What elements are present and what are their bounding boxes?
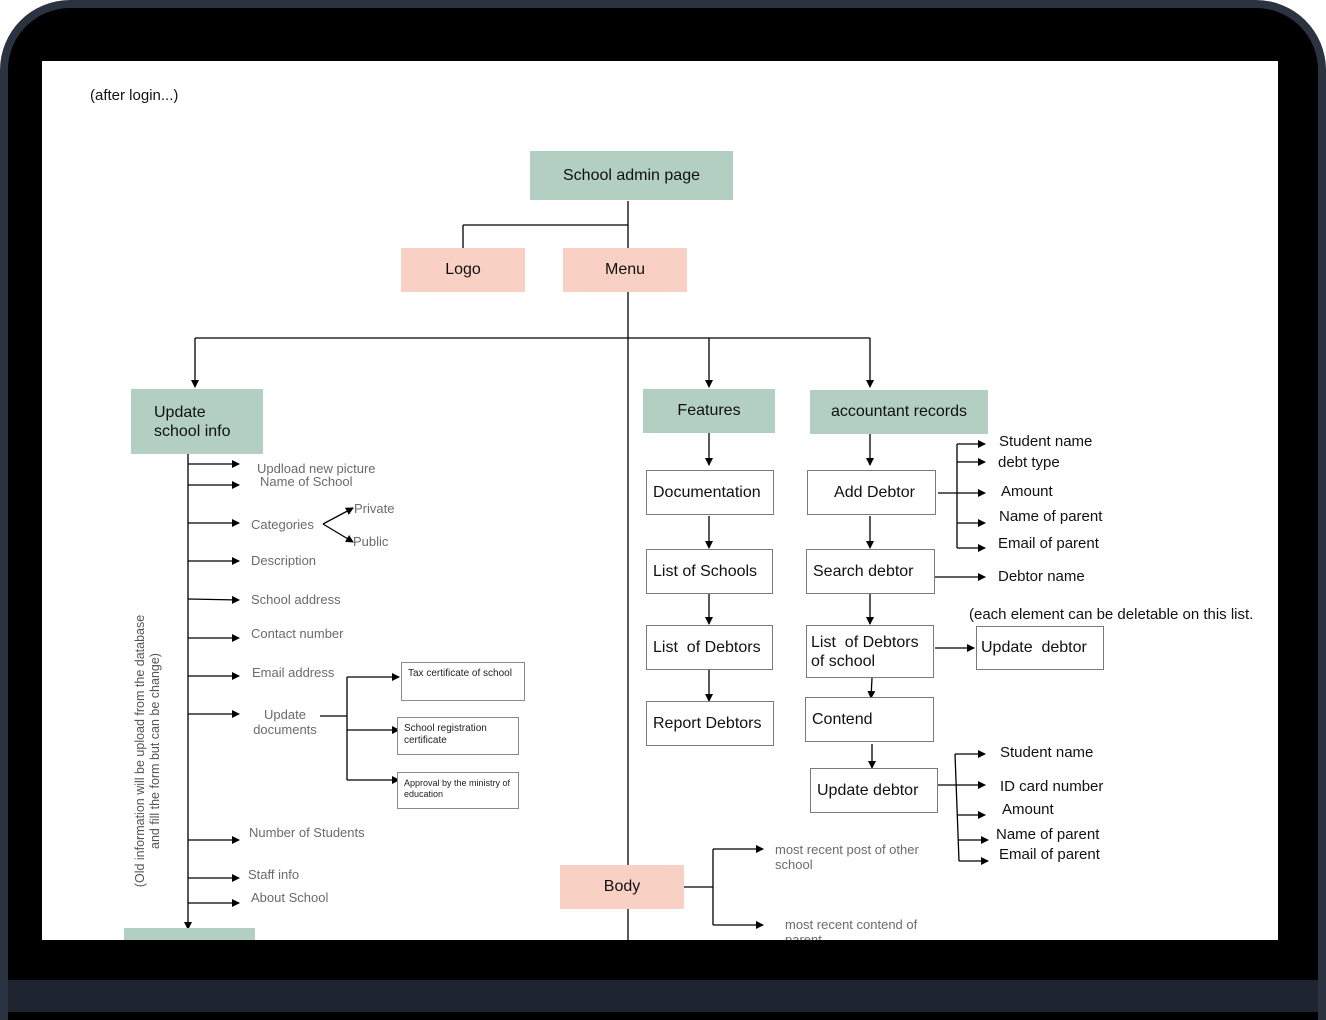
add-email-of-parent: Email of parent <box>998 535 1099 552</box>
add-debtor-label: Add Debtor <box>834 483 915 501</box>
update-school-info-label: Update school info <box>154 403 231 440</box>
after-login-note: (after login...) <box>90 87 179 104</box>
add-debt-type: debt type <box>998 454 1060 471</box>
features-node[interactable]: Features <box>643 389 775 433</box>
documentation-label: Documentation <box>653 483 761 501</box>
report-debtors-node[interactable]: Report Debtors <box>646 701 774 746</box>
email-address-label: Email address <box>252 665 335 680</box>
school-admin-page-node[interactable]: School admin page <box>530 151 733 200</box>
public-label: Public <box>353 534 389 549</box>
description-label: Description <box>251 553 317 568</box>
staff-info-label: Staff info <box>248 867 300 882</box>
update-debtor-label: Update debtor <box>817 781 919 799</box>
update-school-info-node[interactable]: Update school info <box>131 389 263 454</box>
update-email-of-parent: Email of parent <box>999 846 1100 863</box>
school-address-label: School address <box>251 592 341 607</box>
contend-node[interactable]: Contend <box>805 697 934 742</box>
categories-label: Categories <box>251 517 314 532</box>
deletable-note: (each element can be deletable on this l… <box>969 606 1254 623</box>
report-debtors-label: Report Debtors <box>653 714 762 732</box>
add-debtor-node[interactable]: Add Debtor <box>807 470 936 515</box>
diagram-canvas: (after login...) School admin page Logo … <box>42 61 1278 940</box>
registration-certificate-box[interactable]: School registration certificate <box>397 717 519 755</box>
add-amount: Amount <box>1001 483 1053 500</box>
update-debtor-list-label: Update debtor <box>981 639 1087 656</box>
contact-number-label: Contact number <box>251 626 344 641</box>
list-of-debtors-node[interactable]: List of Debtors <box>646 625 773 670</box>
private-label: Private <box>354 501 395 516</box>
update-debtor-list-node[interactable]: Update debtor <box>976 626 1104 670</box>
add-student-name: Student name <box>999 433 1093 450</box>
logo-label: Logo <box>445 261 481 278</box>
update-name-of-parent: Name of parent <box>996 826 1100 843</box>
features-label: Features <box>677 402 741 419</box>
device-chin <box>8 980 1318 1012</box>
menu-label: Menu <box>604 261 646 278</box>
school-name-label: Name of School <box>260 474 353 489</box>
update-documents-label: Update documents <box>253 707 317 737</box>
search-debtor-name: Debtor name <box>998 568 1085 585</box>
search-debtor-node[interactable]: Search debtor <box>806 549 935 594</box>
accountant-records-node[interactable]: accountant records <box>810 390 988 434</box>
old-information-note: (Old information will be upload from the… <box>133 614 162 888</box>
search-debtor-label: Search debtor <box>813 562 914 580</box>
update-debtor-node[interactable]: Update debtor <box>810 768 938 813</box>
list-of-debtors-school-node[interactable]: List of Debtors of school <box>806 625 934 678</box>
body-node[interactable]: Body <box>560 865 684 909</box>
list-of-schools-label: List of Schools <box>653 562 758 580</box>
update-amount: Amount <box>1002 801 1054 818</box>
update-id-card-number: ID card number <box>1000 778 1104 795</box>
list-of-debtors-label: List of Debtors <box>653 638 761 656</box>
accountant-records-label: accountant records <box>830 403 968 420</box>
school-admin-page-label: School admin page <box>563 166 700 184</box>
logo-node[interactable]: Logo <box>401 248 525 292</box>
number-of-students-label: Number of Students <box>249 825 365 840</box>
recent-contend-label: most recent contend of parent <box>785 917 918 940</box>
add-name-of-parent: Name of parent <box>999 508 1103 525</box>
menu-node[interactable]: Menu <box>563 248 687 292</box>
list-of-debtors-school-label: List of Debtors of school <box>811 633 924 670</box>
next-section-node <box>124 928 255 940</box>
tax-certificate-box[interactable]: Tax certificate of school <box>401 662 525 701</box>
update-student-name: Student name <box>1000 744 1094 761</box>
about-school-label: About School <box>251 890 329 905</box>
connector-lines <box>184 201 989 940</box>
ministry-approval-box[interactable]: Approval by the ministry of education <box>397 772 519 809</box>
recent-post-label: most recent post of other school <box>775 842 919 872</box>
documentation-node[interactable]: Documentation <box>646 470 774 515</box>
upload-picture-label: Updload new picture <box>257 461 376 476</box>
body-label: Body <box>603 878 641 895</box>
contend-label: Contend <box>812 710 873 728</box>
list-of-schools-node[interactable]: List of Schools <box>646 549 773 594</box>
